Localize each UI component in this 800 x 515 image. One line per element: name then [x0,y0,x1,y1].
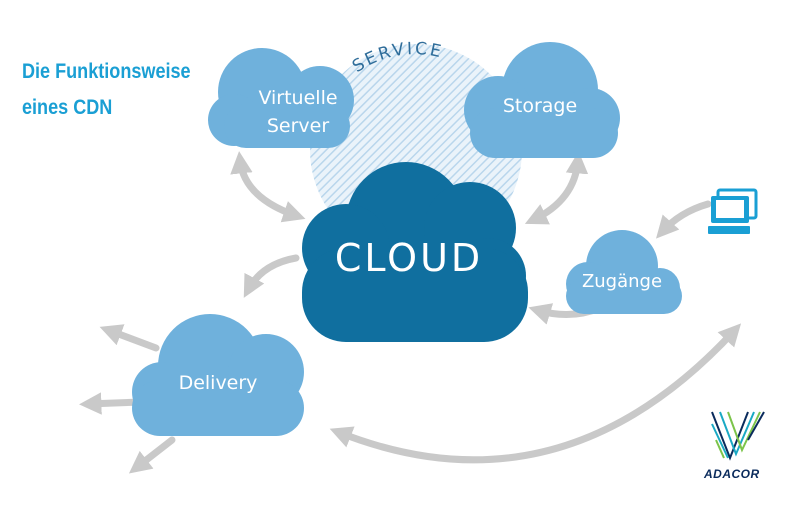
arrow-delivery-out-3 [128,436,176,474]
arrow-computer-access [656,200,712,239]
title-line-1: Die Funktionsweise [22,60,191,83]
cloud-label: CLOUD [335,236,483,280]
virtual-server-label-2: Server [267,115,329,137]
cloud-access [566,230,682,314]
cloud-main [302,162,528,342]
adacor-logo-text: ADACOR [704,467,760,481]
title-line-2: eines CDN [22,96,113,119]
cloud-virtual-server [208,48,354,148]
virtual-server-label-1: Virtuelle [258,87,337,109]
arrow-storage-cloud [524,151,589,225]
storage-label: Storage [503,95,577,117]
two-way-arrow-icon [329,323,742,464]
access-label: Zugänge [582,271,662,292]
arrow-server-cloud [230,151,306,223]
adacor-logo [711,411,765,461]
computer-icon [708,188,758,234]
cloud-storage [464,42,620,158]
diagram-title: Die Funktionsweise eines CDN [22,54,191,126]
arrow-delivery-out-1 [99,324,160,352]
cloud-delivery [132,314,304,436]
arrow-cloud-delivery [243,254,300,298]
delivery-label: Delivery [179,372,258,394]
